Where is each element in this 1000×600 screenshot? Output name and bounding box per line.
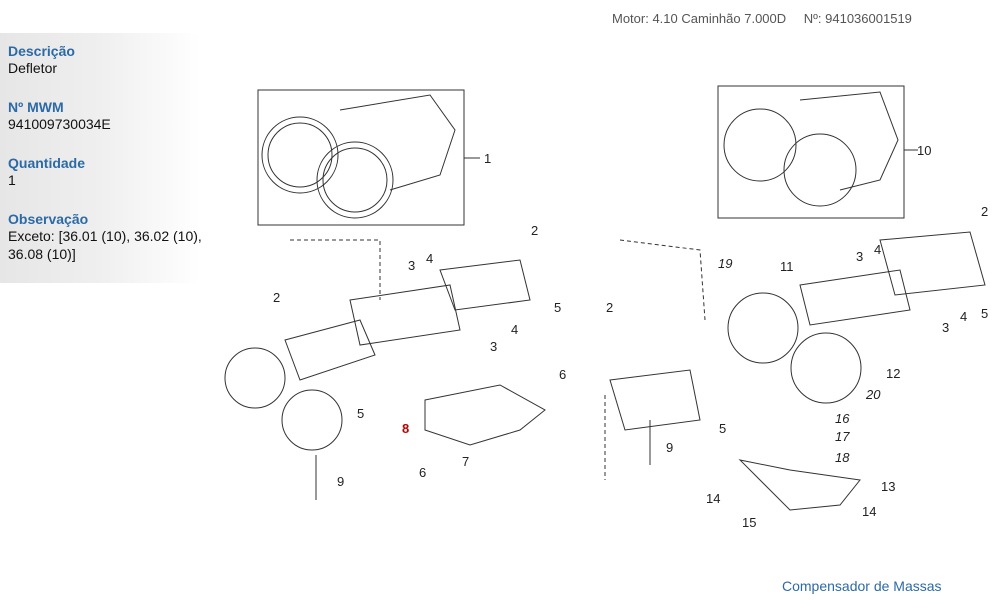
callout-3: 3: [942, 320, 949, 335]
description-value: Defletor: [8, 60, 58, 76]
callout-8-highlighted[interactable]: 8: [402, 421, 409, 436]
observation-value: Exceto: [36.01 (10), 36.02 (10), 36.08 (…: [8, 228, 202, 262]
callout-10: 10: [917, 143, 931, 158]
observation-label: Observação: [8, 211, 89, 227]
callout-4: 4: [426, 251, 433, 266]
callout-5: 5: [981, 306, 988, 321]
gear-drawing: [281, 389, 343, 451]
callout-2: 2: [531, 223, 538, 238]
callout-2: 2: [606, 300, 613, 315]
callout-1: 1: [484, 151, 491, 166]
callout-4: 4: [874, 242, 881, 257]
engine-header: Motor: 4.10 Caminhão 7.000D Nº: 94103600…: [612, 11, 926, 26]
gear-drawing: [727, 292, 799, 364]
callout-16: 16: [835, 411, 850, 426]
quantity-value: 1: [8, 172, 16, 188]
callout-14: 14: [706, 491, 720, 506]
callout-3: 3: [408, 258, 415, 273]
callout-4: 4: [511, 322, 518, 337]
callout-14: 14: [862, 504, 876, 519]
callout-9: 9: [666, 440, 673, 455]
callout-17: 17: [835, 429, 850, 444]
deflector-part[interactable]: [424, 384, 546, 446]
callout-2: 2: [981, 204, 988, 219]
callout-18: 18: [835, 450, 850, 465]
callout-9: 9: [337, 474, 344, 489]
callout-2: 2: [273, 290, 280, 305]
callout-11: 11: [780, 259, 794, 274]
assembly-inset-box: [257, 89, 465, 226]
callout-3: 3: [490, 339, 497, 354]
callout-4: 4: [960, 309, 967, 324]
callout-3: 3: [856, 249, 863, 264]
callout-5: 5: [357, 406, 364, 421]
motor-label: Motor: 4.10 Caminhão 7.000D: [612, 11, 787, 26]
gear-drawing: [261, 116, 339, 194]
engine-number: Nº: 941036001519: [803, 11, 912, 26]
gear-drawing: [224, 347, 286, 409]
callout-13: 13: [881, 479, 895, 494]
callout-12: 12: [886, 366, 900, 381]
callout-5: 5: [554, 300, 561, 315]
callout-6: 6: [559, 367, 566, 382]
quantity-label: Quantidade: [8, 155, 86, 171]
callout-15: 15: [742, 515, 756, 530]
callout-6: 6: [419, 465, 426, 480]
callout-19: 19: [718, 256, 732, 271]
callout-7: 7: [462, 454, 469, 469]
assembly-link[interactable]: Compensador de Massas: [782, 578, 942, 594]
description-label: Descrição: [8, 43, 75, 59]
callout-20: 20: [865, 387, 881, 402]
mwm-number-label: Nº MWM: [8, 99, 64, 115]
mwm-number-value: 941009730034E: [8, 116, 111, 132]
assembly-inset-box: [717, 85, 905, 219]
part-details-panel: Descrição Defletor Nº MWM 941009730034E …: [0, 33, 250, 283]
gear-drawing: [790, 332, 862, 404]
gear-drawing: [316, 141, 394, 219]
callout-5: 5: [719, 421, 726, 436]
